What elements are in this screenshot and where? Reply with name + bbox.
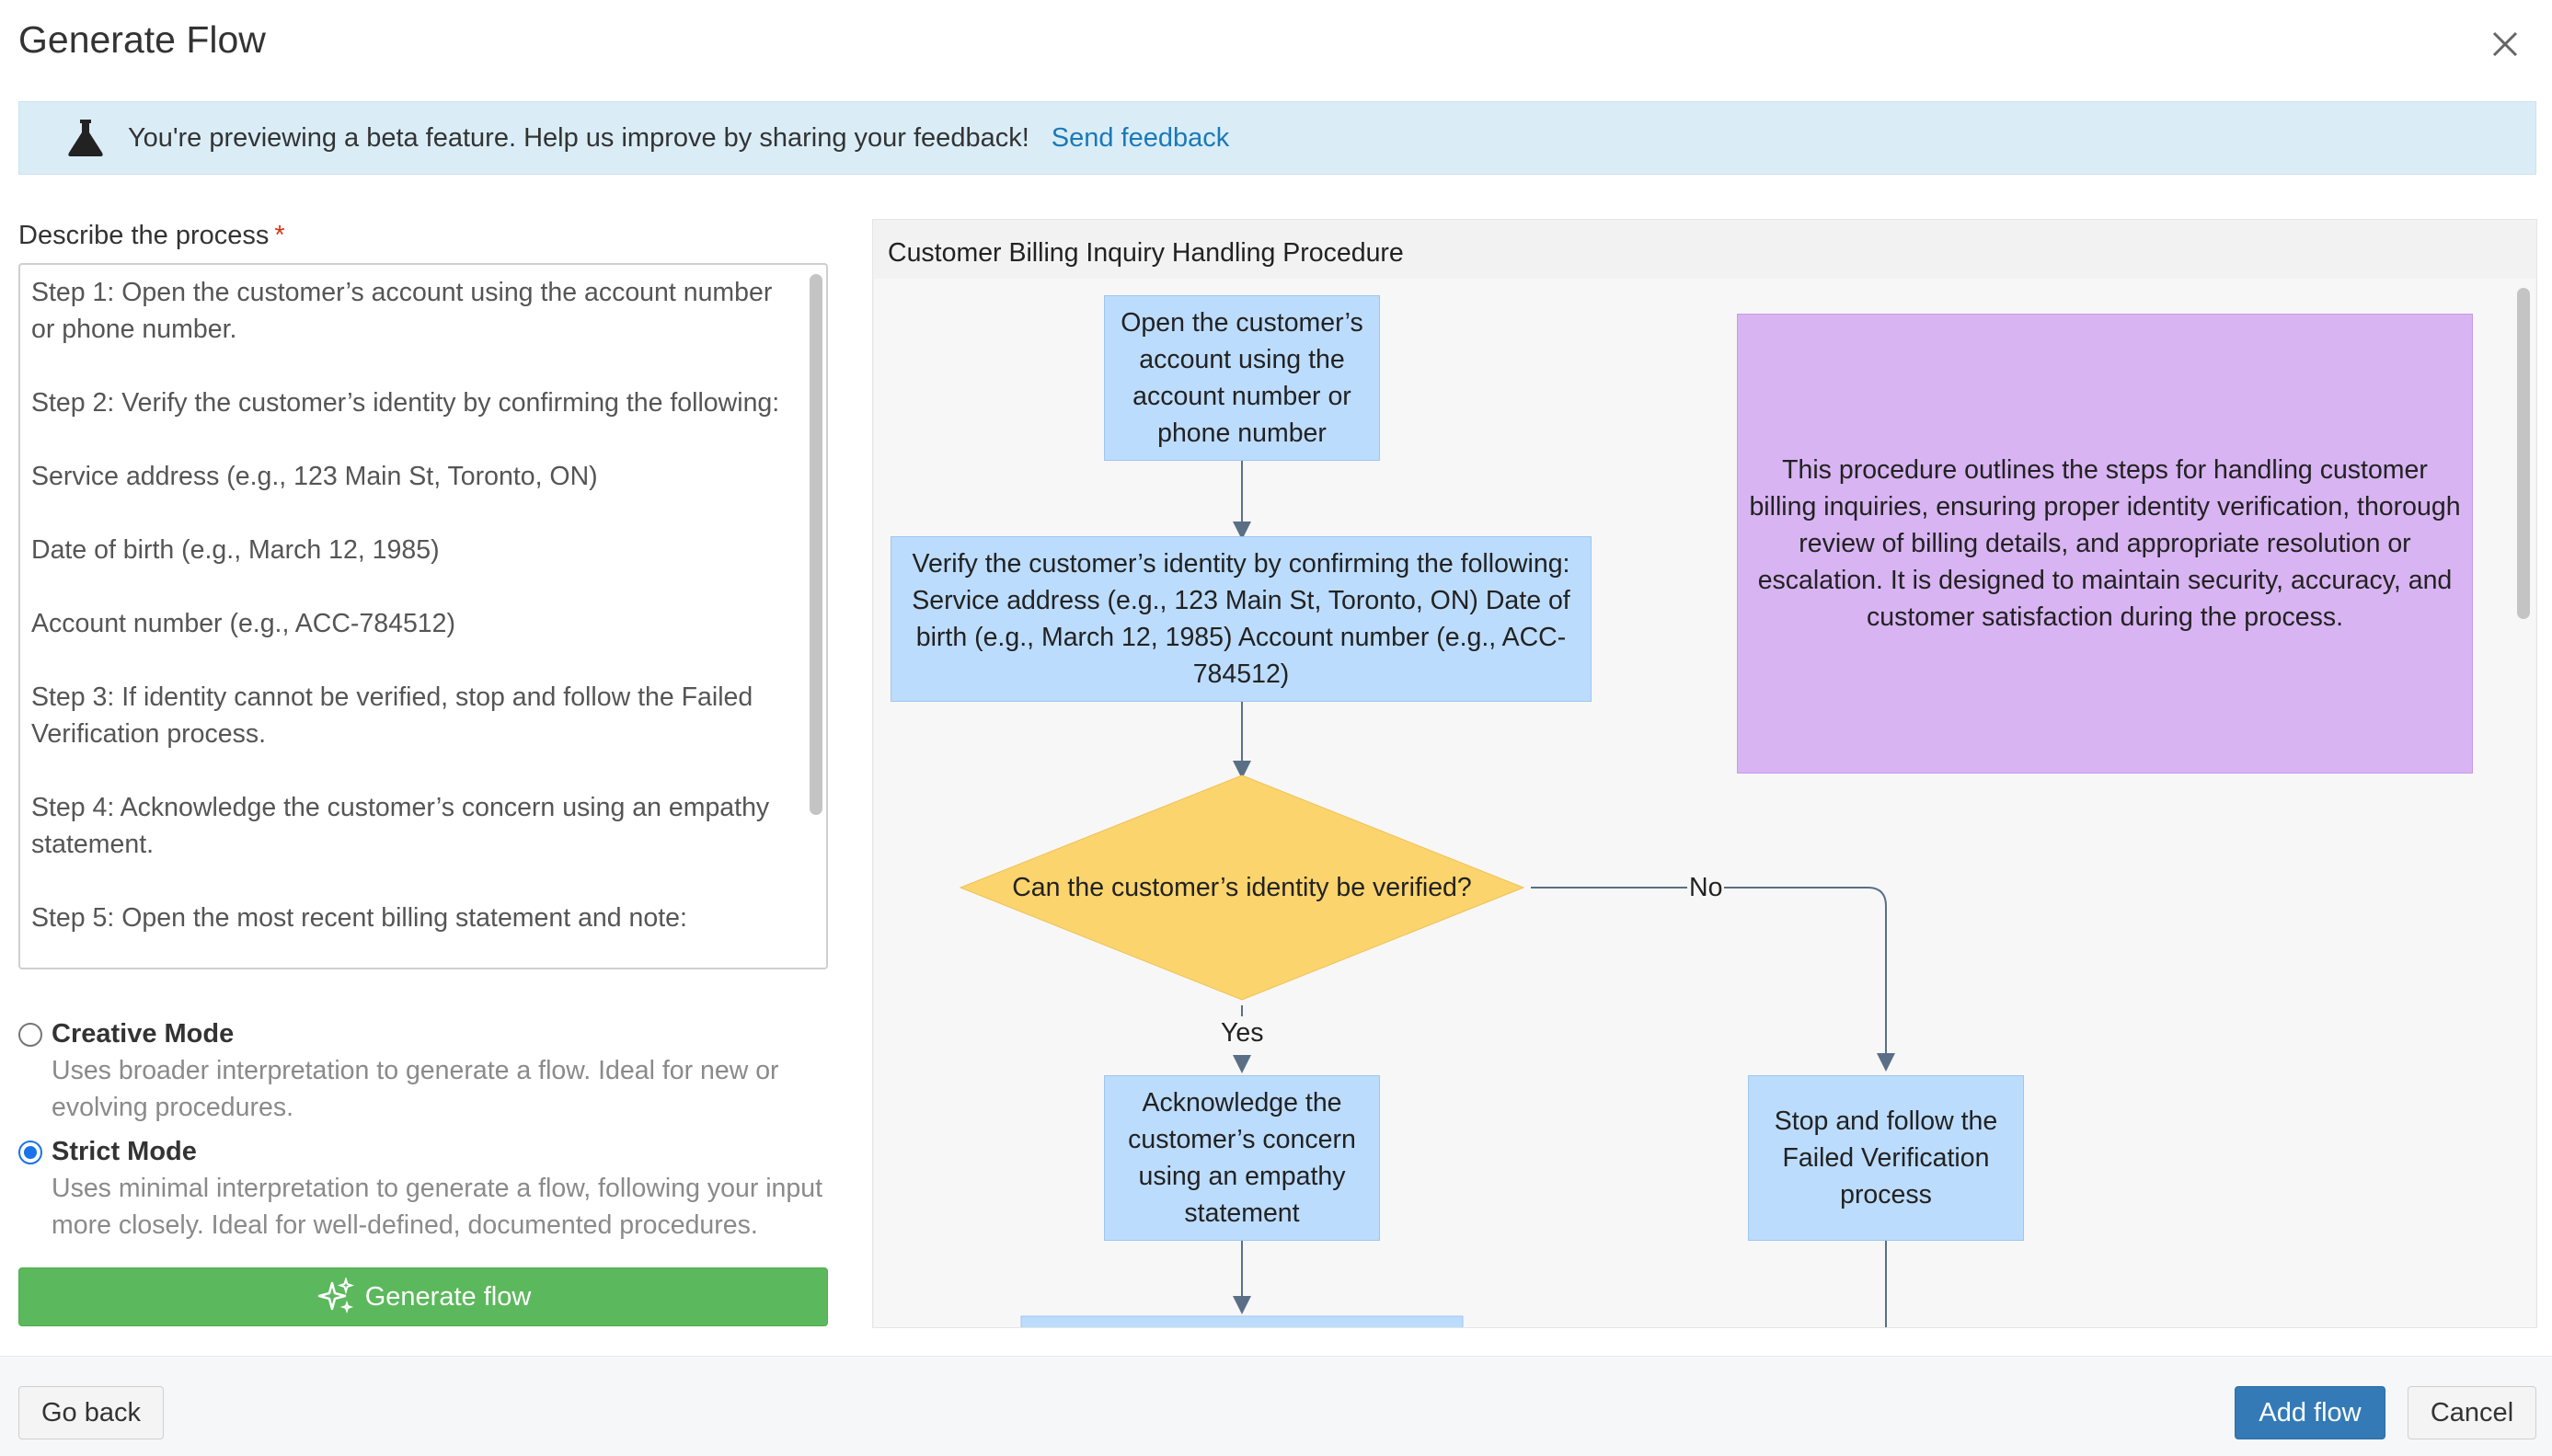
decision-label[interactable]: Can the customer’s identity be verified?	[1012, 872, 1472, 902]
strict-mode-radio[interactable]	[18, 1140, 42, 1164]
creative-mode-radio[interactable]	[18, 1022, 42, 1047]
creative-mode-description: Uses broader interpretation to generate …	[52, 1056, 779, 1122]
flow-title: Customer Billing Inquiry Handling Proced…	[888, 238, 1404, 268]
send-feedback-link[interactable]: Send feedback	[1051, 122, 1230, 153]
edge-label-no: No	[1687, 873, 1725, 903]
strict-mode-option[interactable]: Strict Mode	[18, 1137, 197, 1167]
decision-node	[959, 774, 1525, 1001]
edge-decision-no	[1531, 887, 1895, 1072]
creative-mode-label: Creative Mode	[52, 1019, 235, 1049]
generate-flow-label: Generate flow	[364, 1281, 532, 1312]
flow-canvas[interactable]: Open the customer’s account using the ac…	[874, 279, 2535, 1327]
process-paragraph: Step 3: If identity cannot be verified, …	[31, 682, 753, 749]
strict-mode-label: Strict Mode	[52, 1137, 197, 1166]
flask-icon	[68, 120, 103, 156]
banner-message: You're previewing a beta feature. Help u…	[128, 122, 1029, 153]
process-paragraph: Service address (e.g., 123 Main St, Toro…	[31, 462, 598, 491]
close-icon[interactable]	[2487, 26, 2523, 63]
flow-edges	[959, 461, 1895, 1327]
flow-preview-panel: Customer Billing Inquiry Handling Proced…	[872, 219, 2537, 1328]
dialog-title: Generate Flow	[18, 18, 266, 61]
sparkle-icon	[317, 1278, 354, 1314]
process-paragraph: Step 5: Open the most recent billing sta…	[31, 903, 687, 933]
generate-flow-button[interactable]: Generate flow	[18, 1267, 828, 1326]
process-paragraph: Step 2: Verify the customer’s identity b…	[31, 388, 780, 418]
strict-mode-description: Uses minimal interpretation to generate …	[52, 1174, 823, 1240]
add-flow-button[interactable]: Add flow	[2235, 1386, 2385, 1439]
flow-node-acknowledge[interactable]: Acknowledge the customer’s concern using…	[1104, 1075, 1380, 1241]
process-paragraph: Step 4: Acknowledge the customer’s conce…	[31, 793, 770, 859]
required-mark: *	[274, 221, 285, 250]
canvas-scrollbar[interactable]	[2517, 288, 2530, 619]
process-paragraph: Account number (e.g., ACC-784512)	[31, 609, 455, 638]
creative-mode-option[interactable]: Creative Mode	[18, 1019, 234, 1049]
flow-node-failed-verification[interactable]: Stop and follow the Failed Verification …	[1748, 1075, 2024, 1241]
edge-label-yes: Yes	[1219, 1018, 1266, 1049]
flow-note[interactable]: This procedure outlines the steps for ha…	[1737, 314, 2473, 774]
cancel-button[interactable]: Cancel	[2408, 1386, 2536, 1439]
beta-banner: You're previewing a beta feature. Help u…	[18, 101, 2536, 175]
process-textarea[interactable]: Step 1: Open the customer’s account usin…	[18, 263, 828, 969]
flow-node-open-account[interactable]: Open the customer’s account using the ac…	[1104, 295, 1380, 461]
next-node-partial	[1020, 1315, 1464, 1327]
process-paragraph: Date of birth (e.g., March 12, 1985)	[31, 535, 440, 565]
textarea-scrollbar[interactable]	[810, 274, 822, 815]
go-back-button[interactable]: Go back	[18, 1386, 164, 1439]
process-paragraph: Step 1: Open the customer’s account usin…	[31, 278, 773, 344]
dialog-footer: Go back Add flow Cancel	[0, 1356, 2552, 1456]
process-label: Describe the process*	[18, 221, 285, 250]
flow-node-verify-identity[interactable]: Verify the customer’s identity by confir…	[891, 536, 1592, 702]
